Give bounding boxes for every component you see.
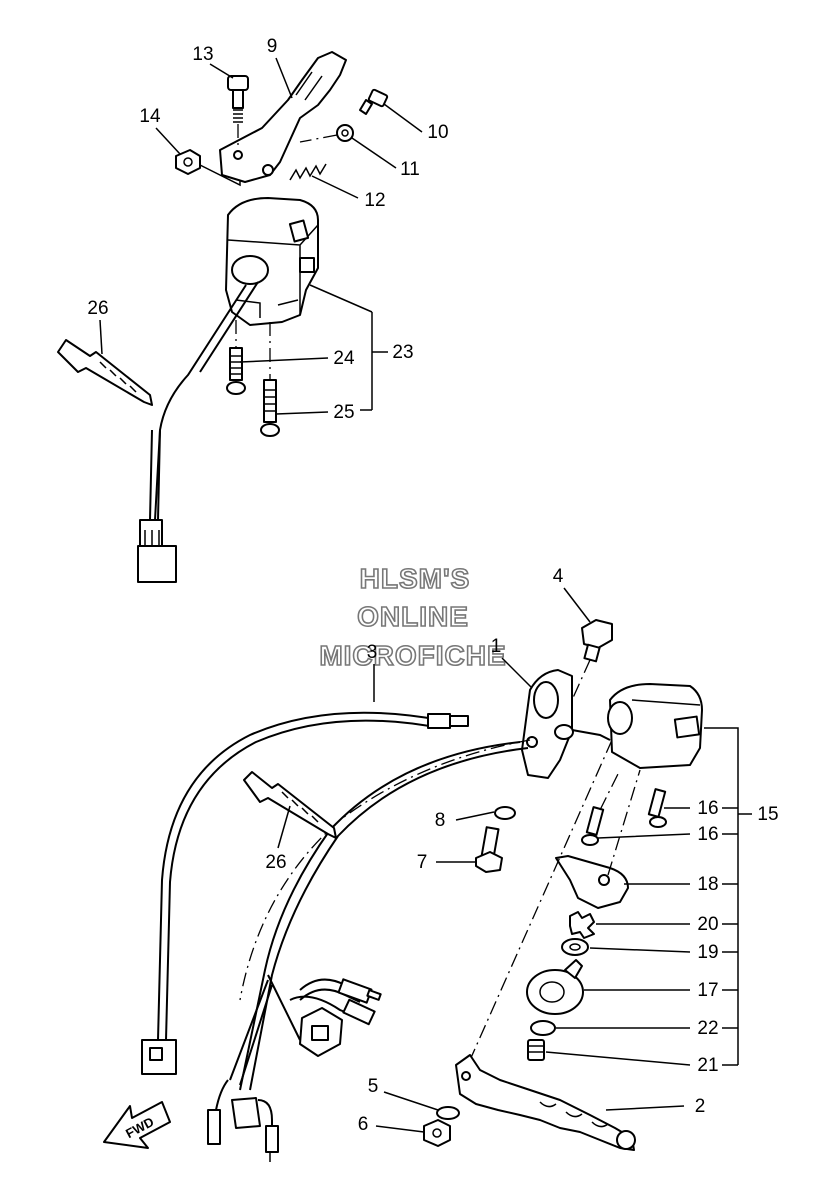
callout-2: 2 [695, 1096, 706, 1117]
lever-bracket [521, 669, 574, 779]
callout-6: 6 [358, 1114, 369, 1135]
callout-18: 18 [697, 874, 718, 895]
callout-4: 4 [553, 566, 564, 587]
o-ring [494, 806, 516, 820]
clutch-lever [219, 51, 347, 183]
star-washer [569, 911, 595, 939]
callout-7: 7 [417, 852, 428, 873]
callout-11: 11 [400, 159, 420, 180]
forward-arrow-icon: FWD [103, 1101, 171, 1149]
callout-16-b: 16 [697, 824, 718, 845]
callout-20: 20 [697, 914, 718, 935]
watermark-line2: ONLINE [357, 601, 469, 632]
left-handlebar-switch [225, 197, 319, 326]
callout-21: 21 [697, 1055, 718, 1076]
lever-o-ring [436, 1106, 460, 1120]
watermark-line1: HLSM'S [360, 563, 471, 594]
handlebar-line [154, 284, 247, 521]
throttle-cable [141, 711, 469, 1075]
callout-19: 19 [697, 942, 718, 963]
brake-lever [455, 1054, 636, 1151]
switch-screw-long [260, 322, 280, 437]
handlebar-line-lower [571, 729, 611, 741]
callout-23: 23 [392, 342, 413, 363]
pivot-bolt [227, 75, 249, 150]
switch-knob [526, 959, 584, 1015]
right-handlebar-switch [607, 683, 703, 769]
watermark-line3: MICROFICHE [319, 640, 506, 671]
callout-22: 22 [697, 1018, 718, 1039]
switch-screw-b [581, 769, 621, 846]
adjust-screw [359, 88, 389, 115]
small-washer [530, 1020, 556, 1036]
bracket-bolt [571, 619, 613, 701]
callout-17: 17 [697, 980, 718, 1001]
callouts: 13 9 14 10 11 12 26 24 25 23 4 1 3 8 7 2… [87, 36, 778, 1135]
callout-26-upper: 26 [87, 298, 108, 319]
lever-spring [289, 163, 327, 181]
callout-3: 3 [367, 642, 378, 663]
lever-pivot-nut [423, 1119, 451, 1147]
assembly-axis [469, 739, 613, 1061]
cable-tie-upper [57, 339, 153, 406]
callout-9: 9 [267, 36, 278, 57]
cable-tie-lower [243, 771, 337, 839]
callout-10: 10 [427, 122, 448, 143]
callout-1: 1 [491, 636, 502, 657]
callout-5: 5 [368, 1076, 379, 1097]
callout-24: 24 [333, 348, 355, 369]
left-switch-connector [137, 429, 177, 583]
callout-14: 14 [139, 106, 161, 127]
lever-nut [175, 149, 241, 187]
watermark: HLSM'S ONLINE MICROFICHE [319, 562, 507, 672]
flat-washer [561, 938, 589, 956]
switch-screw-a [647, 788, 667, 828]
callout-13: 13 [192, 44, 213, 65]
pivot-screw [527, 1039, 545, 1061]
callout-12: 12 [364, 190, 385, 211]
callout-26-lower: 26 [265, 852, 286, 873]
callout-25: 25 [333, 402, 354, 423]
switch-screw-short [226, 320, 246, 395]
callout-16-a: 16 [697, 798, 718, 819]
switch-housing [555, 769, 641, 909]
callout-8: 8 [435, 810, 446, 831]
callout-15: 15 [757, 804, 778, 825]
small-nut [299, 124, 354, 143]
holder-bolt [475, 826, 503, 873]
